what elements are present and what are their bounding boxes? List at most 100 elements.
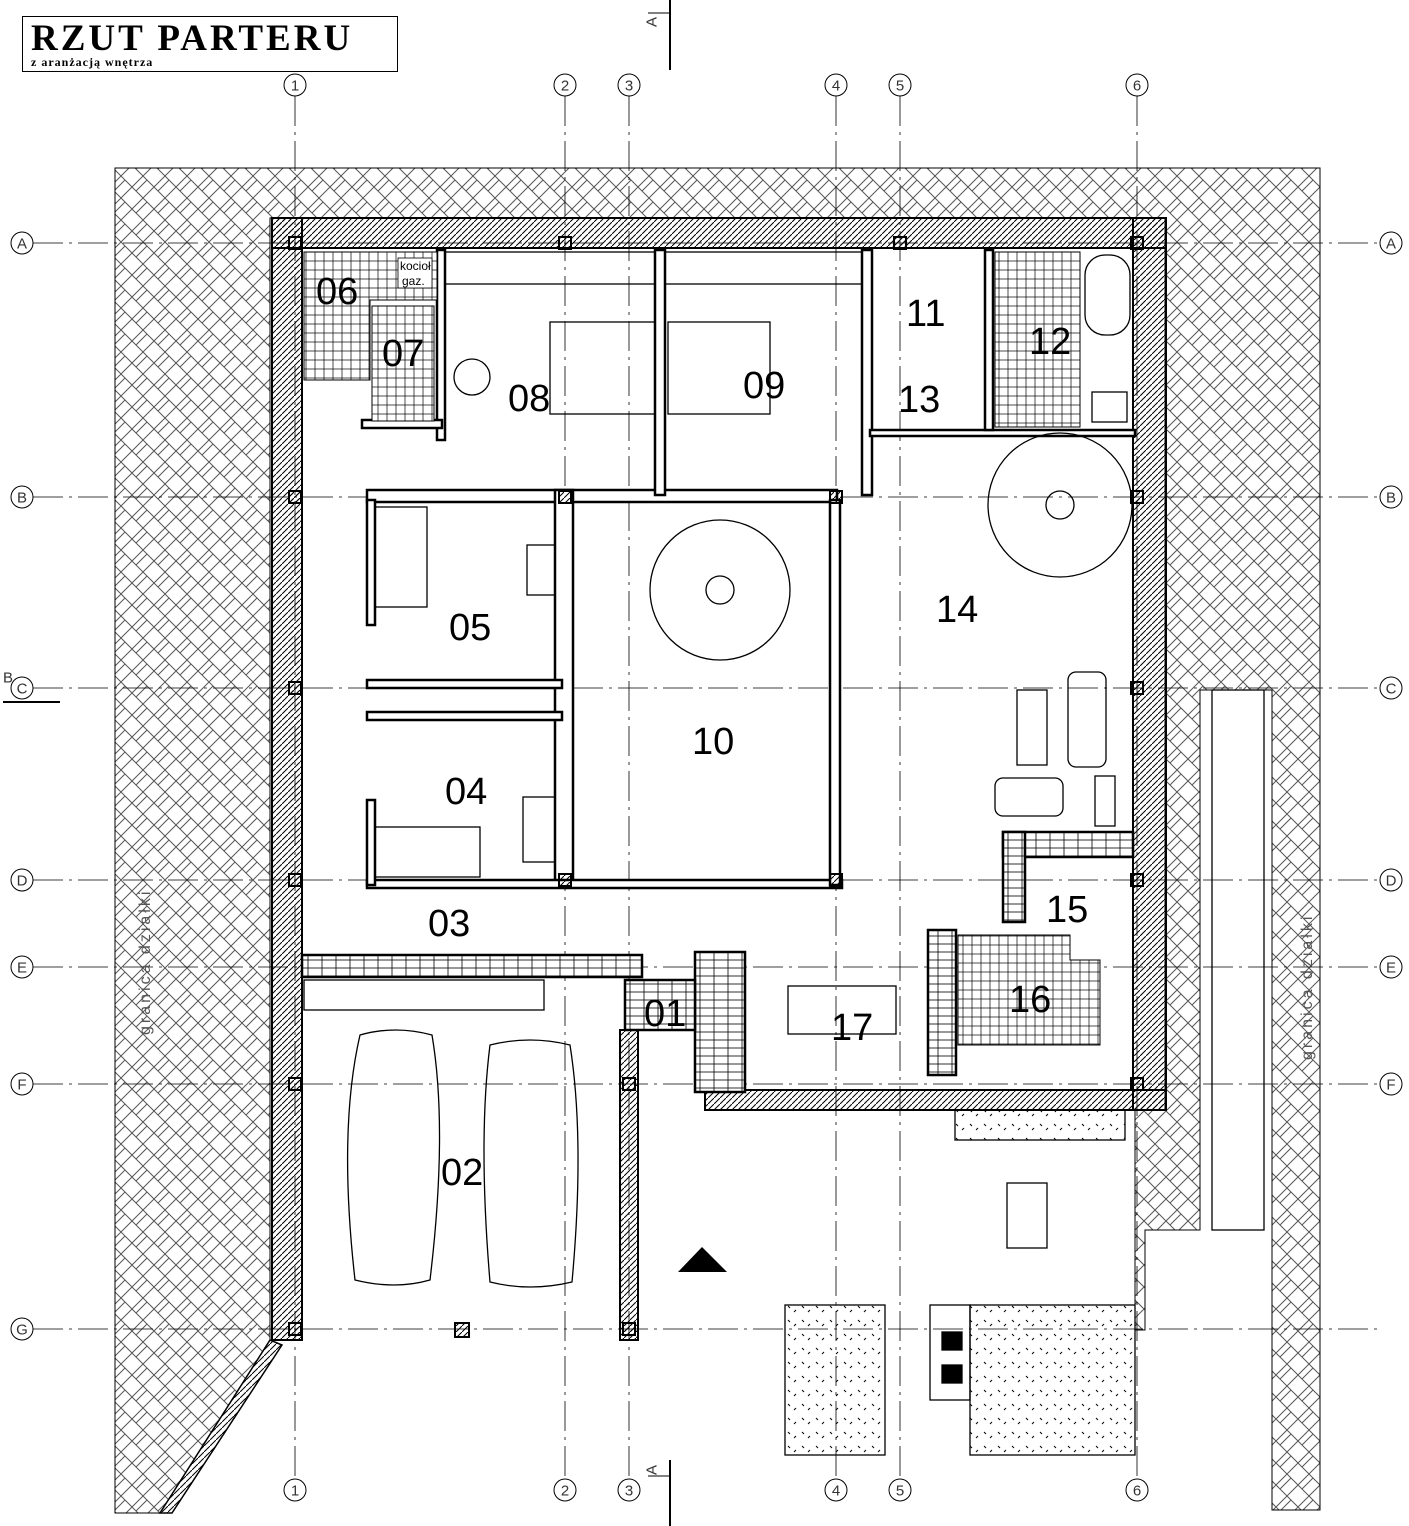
room-12: 12 bbox=[1029, 321, 1071, 363]
svg-text:3: 3 bbox=[625, 1483, 633, 1500]
room-04: 04 bbox=[445, 771, 487, 813]
svg-text:4: 4 bbox=[832, 1483, 840, 1500]
pillar bbox=[1130, 681, 1144, 695]
plot-boundary-right: granica działki bbox=[1299, 914, 1316, 1060]
room-13: 13 bbox=[898, 379, 940, 421]
pillar bbox=[829, 490, 843, 504]
room-03: 03 bbox=[428, 903, 470, 945]
pillar bbox=[1130, 1077, 1144, 1091]
pillar bbox=[1130, 236, 1144, 250]
grid-bubble-row-F: F bbox=[10, 1072, 34, 1096]
furniture bbox=[303, 251, 1265, 1456]
svg-text:F: F bbox=[1386, 1077, 1395, 1094]
svg-text:B: B bbox=[3, 670, 13, 687]
grid-bubble-col-4-bottom: 4 bbox=[824, 1478, 848, 1502]
svg-text:B: B bbox=[1386, 490, 1396, 507]
svg-text:A: A bbox=[644, 1465, 661, 1475]
svg-text:2: 2 bbox=[561, 78, 569, 95]
svg-text:6: 6 bbox=[1133, 1483, 1141, 1500]
section-marker-left: B bbox=[3, 670, 60, 703]
grid-bubble-row-B-right: B bbox=[1379, 485, 1403, 509]
room-09: 09 bbox=[743, 365, 785, 407]
grid-bubble-row-F-right: F bbox=[1379, 1072, 1403, 1096]
grid-bubble-row-C: C bbox=[10, 676, 34, 700]
svg-text:D: D bbox=[17, 873, 28, 890]
svg-text:C: C bbox=[1386, 681, 1397, 698]
room-numbers: 06 07 08 09 11 12 13 14 05 10 04 03 15 1… bbox=[316, 271, 1088, 1194]
pillar bbox=[893, 236, 907, 250]
svg-text:3: 3 bbox=[625, 78, 633, 95]
room-17: 17 bbox=[831, 1007, 873, 1049]
room-07: 07 bbox=[382, 333, 424, 375]
grid-bubble-col-3-bottom: 3 bbox=[617, 1478, 641, 1502]
svg-text:5: 5 bbox=[896, 1483, 904, 1500]
pillar bbox=[288, 1322, 302, 1336]
svg-text:1: 1 bbox=[291, 78, 299, 95]
grid-bubble-row-B: B bbox=[10, 485, 34, 509]
outer-walls bbox=[158, 217, 1167, 1514]
pillar bbox=[1130, 490, 1144, 504]
svg-text:D: D bbox=[1386, 873, 1397, 890]
svg-text:G: G bbox=[16, 1322, 28, 1339]
spiral-stairs-10 bbox=[649, 519, 791, 661]
pillar bbox=[622, 1077, 636, 1091]
pillar bbox=[288, 1077, 302, 1091]
boiler-label-2: gaz. bbox=[402, 274, 425, 288]
pillar bbox=[558, 873, 572, 887]
dining-table bbox=[787, 985, 897, 1035]
grid-bubble-row-D: D bbox=[10, 868, 34, 892]
grid-bubble-col-1: 1 bbox=[283, 73, 307, 97]
svg-text:F: F bbox=[17, 1077, 26, 1094]
svg-text:A: A bbox=[644, 17, 661, 27]
pillar bbox=[454, 1322, 470, 1338]
bed-08 bbox=[549, 321, 656, 415]
grid-bubble-row-E: E bbox=[10, 955, 34, 979]
grid-bubble-col-4: 4 bbox=[824, 73, 848, 97]
grid-bubble-row-E-right: E bbox=[1379, 955, 1403, 979]
plot-boundary-left: granica działki bbox=[137, 889, 154, 1035]
pillar bbox=[288, 490, 302, 504]
grid-bubble-col-2: 2 bbox=[553, 73, 577, 97]
grid-bubble-row-A: A bbox=[10, 231, 34, 255]
svg-text:6: 6 bbox=[1133, 78, 1141, 95]
grid-bubble-row-D-right: D bbox=[1379, 868, 1403, 892]
pillar bbox=[829, 873, 843, 887]
grid-bubble-col-6-bottom: 6 bbox=[1125, 1478, 1149, 1502]
pillar bbox=[288, 681, 302, 695]
room-06: 06 bbox=[316, 271, 358, 313]
car-left bbox=[346, 1029, 441, 1286]
svg-text:B: B bbox=[17, 490, 27, 507]
room-05: 05 bbox=[449, 607, 491, 649]
room-15: 15 bbox=[1046, 889, 1088, 931]
grid-bubble-col-6: 6 bbox=[1125, 73, 1149, 97]
room-01: 01 bbox=[644, 993, 686, 1035]
pillar bbox=[1130, 873, 1144, 887]
svg-text:E: E bbox=[17, 960, 27, 977]
svg-text:1: 1 bbox=[291, 1483, 299, 1500]
bed-09 bbox=[667, 321, 771, 415]
room-11: 11 bbox=[906, 293, 945, 335]
garden-table bbox=[1006, 1182, 1048, 1249]
grid-bubble-col-1-bottom: 1 bbox=[283, 1478, 307, 1502]
pillar bbox=[622, 1322, 636, 1336]
room-14: 14 bbox=[936, 589, 978, 631]
grid-bubble-col-5: 5 bbox=[888, 73, 912, 97]
room-16: 16 bbox=[1009, 979, 1051, 1021]
grid-bubble-row-G: G bbox=[10, 1317, 34, 1341]
room-10: 10 bbox=[692, 721, 734, 763]
bed-05 bbox=[374, 506, 428, 608]
interior-walls bbox=[300, 248, 1137, 1094]
svg-text:2: 2 bbox=[561, 1483, 569, 1500]
car-right bbox=[483, 1039, 579, 1288]
section-marker-bottom: A bbox=[644, 1460, 671, 1526]
title-block: RZUT PARTERU z aranżacją wnętrza bbox=[22, 16, 398, 72]
boiler-label: kocioł bbox=[400, 259, 431, 273]
entrance-arrow-icon bbox=[678, 1247, 727, 1272]
grid-bubble-col-3: 3 bbox=[617, 73, 641, 97]
bed-04 bbox=[374, 826, 481, 878]
svg-text:5: 5 bbox=[896, 78, 904, 95]
room-02: 02 bbox=[441, 1152, 483, 1194]
section-marker-top: A bbox=[644, 0, 671, 70]
